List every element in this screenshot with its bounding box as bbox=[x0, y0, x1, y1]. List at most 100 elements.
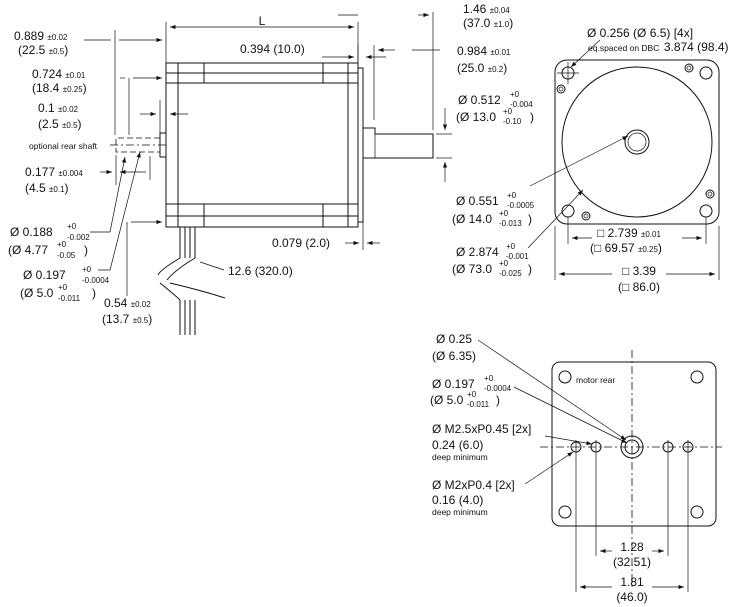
dbc-line: eq.spaced on DBC 3.874 (98.4) bbox=[588, 38, 729, 55]
dim-054-metric-tol: ±0.5 bbox=[133, 316, 149, 325]
dim-0197-main: Ø 0.197 bbox=[23, 268, 66, 282]
dim-rear-0197-close: ) bbox=[496, 393, 500, 407]
dim-01: 0.1 ±0.02 bbox=[38, 101, 79, 115]
side-view: L 0.889 ±0.02 (22.5 ±0.5) 0.724 ±0.01 (1… bbox=[8, 2, 534, 335]
dim-0177-metric-val: (4.5 bbox=[25, 181, 46, 195]
dim-146: 1.46 ±0.04 bbox=[463, 2, 510, 16]
dim-0512-tol-bot: -0.004 bbox=[510, 100, 533, 109]
dim-2874-metric: (Ø 73.0 bbox=[452, 262, 492, 276]
dim-2739-metric-val: (□ 69.57 bbox=[590, 241, 635, 255]
dim-0188-tol-top: +0 bbox=[67, 222, 77, 231]
dim-2874-tol-top: +0 bbox=[506, 242, 516, 251]
dim-054-metric-val: (13.7 bbox=[102, 312, 130, 326]
dim-0984-metric: (25.0 ±0.2) bbox=[457, 61, 507, 75]
dim-0724-metric-tol: ±0.25 bbox=[63, 85, 84, 94]
dim-0079: 0.079 (2.0) bbox=[272, 236, 330, 250]
dim-2874-mtol-bot: -0.025 bbox=[499, 269, 522, 278]
cable-leads bbox=[157, 227, 226, 335]
dim-2874-close: ) bbox=[528, 262, 532, 276]
rear-view: motor rear Ø 0.25 (Ø 6.35) Ø 0.197 +0 -0… bbox=[430, 332, 722, 604]
m25-note: deep minimum bbox=[432, 452, 488, 462]
dim-0984-metric-val: (25.0 bbox=[457, 61, 485, 75]
dim-0394: 0.394 (10.0) bbox=[240, 42, 305, 56]
rear-shaft bbox=[110, 132, 168, 158]
dim-2739-tol: ±0.01 bbox=[641, 230, 662, 239]
motor-rear-label: motor rear bbox=[576, 375, 615, 385]
dim-2739-metric: (□ 69.57 ±0.25) bbox=[590, 241, 662, 255]
dbc-value: 3.874 (98.4) bbox=[664, 40, 729, 54]
dim-0197-metric: (Ø 5.0 bbox=[20, 286, 54, 300]
dim-054-main: 0.54 bbox=[104, 296, 128, 310]
dim-054-tol: ±0.02 bbox=[131, 300, 152, 309]
dim-0177-metric-tol: ±0.1 bbox=[49, 185, 65, 194]
m25-label: Ø M2.5xP0.45 [2x] bbox=[432, 422, 531, 436]
dim-0177-close: ) bbox=[65, 181, 69, 195]
dim-054: 0.54 ±0.02 bbox=[104, 296, 151, 310]
dim-0551: Ø 0.551 bbox=[456, 194, 499, 208]
dim-146-metric: (37.0 ±1.0) bbox=[463, 16, 513, 30]
dim-0984-metric-tol: ±0.2 bbox=[488, 65, 504, 74]
dim-0512-close: ) bbox=[530, 110, 534, 124]
front-shaft bbox=[363, 127, 434, 159]
dim-181: 1.81 bbox=[620, 575, 644, 589]
optional-rear-shaft-label: optional rear shaft bbox=[29, 141, 98, 151]
dim-0551-mtol-bot: -0.013 bbox=[499, 219, 522, 228]
dim-0889-metric-tol: ±0.5 bbox=[49, 47, 65, 56]
dim-01-main: 0.1 bbox=[38, 101, 55, 115]
dim-0197-tol-bot: -0.0004 bbox=[82, 276, 110, 285]
dbc-prefix: eq.spaced on DBC bbox=[588, 43, 659, 53]
dim-0177: 0.177 ±0.004 bbox=[25, 165, 83, 179]
dim-0889-metric-val: (22.5 bbox=[18, 43, 46, 57]
dim-0724-metric: (18.4 ±0.25) bbox=[32, 81, 87, 95]
m25-depth: 0.24 (6.0) bbox=[432, 438, 483, 452]
dim-339-metric: (□ 86.0) bbox=[618, 280, 660, 294]
dim-181-metric: (46.0) bbox=[616, 590, 647, 604]
dim-0889-metric: (22.5 ±0.5) bbox=[18, 43, 68, 57]
m2-note: deep minimum bbox=[432, 507, 488, 517]
dim-2874: Ø 2.874 bbox=[456, 245, 499, 259]
motor-body bbox=[165, 62, 364, 228]
dim-0512-metric: (Ø 13.0 bbox=[456, 110, 496, 124]
dim-rear-0197-mtol-top: +0 bbox=[467, 390, 477, 399]
dim-0984: 0.984 ±0.01 bbox=[457, 44, 511, 58]
dim-0177-tol: ±0.004 bbox=[58, 169, 83, 178]
dim-025: Ø 0.25 bbox=[436, 332, 472, 346]
dim-rear-0197-metric: (Ø 5.0 bbox=[430, 393, 464, 407]
dim-0256: Ø 0.256 (Ø 6.5) [4x] bbox=[587, 26, 693, 40]
dim-01-close: ) bbox=[78, 117, 82, 131]
dim-0512-tol-top: +0 bbox=[510, 90, 520, 99]
dim-0512-mtol-top: +0 bbox=[503, 107, 513, 116]
dim-0889-main: 0.889 bbox=[14, 29, 44, 43]
dim-01-metric-tol: ±0.5 bbox=[62, 121, 78, 130]
dim-0889-tol: ±0.02 bbox=[47, 33, 68, 42]
dim-0724: 0.724 ±0.01 bbox=[32, 67, 86, 81]
dim-146-tol: ±0.04 bbox=[490, 6, 511, 15]
dim-01-metric-val: (2.5 bbox=[38, 117, 59, 131]
dim-0551-metric: (Ø 14.0 bbox=[452, 212, 492, 226]
m2-depth: 0.16 (4.0) bbox=[432, 493, 483, 507]
dim-0197: Ø 0.197 bbox=[23, 268, 66, 282]
dim-0984-main: 0.984 bbox=[457, 44, 487, 58]
dim-rear-0197-tol-top: +0 bbox=[484, 374, 494, 383]
dim-0512-mtol-bot: -0.10 bbox=[503, 117, 522, 126]
dim-rear-0197-tol-bot: -0.0004 bbox=[484, 384, 512, 393]
dim-2739-metric-tol: ±0.25 bbox=[638, 245, 659, 254]
dim-0551-close: ) bbox=[528, 212, 532, 226]
dim-0188: Ø 0.188 bbox=[10, 225, 53, 239]
dim-0188-metric: (Ø 4.77 bbox=[8, 243, 48, 257]
dim-0197-tol-top: +0 bbox=[82, 265, 92, 274]
dim-0889: 0.889 ±0.02 bbox=[14, 29, 68, 43]
dim-0197-mtol-top: +0 bbox=[58, 283, 68, 292]
dim-2874-tol-bot: -0.001 bbox=[506, 252, 529, 261]
dim-2739-close: ) bbox=[658, 241, 662, 255]
front-view: Ø 0.256 (Ø 6.5) [4x] eq.spaced on DBC 3.… bbox=[452, 26, 729, 294]
dim-146-close: ) bbox=[509, 16, 513, 30]
dim-146-metric-tol: ±1.0 bbox=[494, 20, 510, 29]
dim-0724-main: 0.724 bbox=[32, 67, 62, 81]
dim-0724-close: ) bbox=[83, 81, 87, 95]
dim-0551-tol-bot: -0.0005 bbox=[507, 201, 535, 210]
dim-0188-mtol-top: +0 bbox=[57, 240, 67, 249]
dim-0188-close: ) bbox=[84, 243, 88, 257]
dim-2739-main: □ 2.739 bbox=[597, 226, 638, 240]
